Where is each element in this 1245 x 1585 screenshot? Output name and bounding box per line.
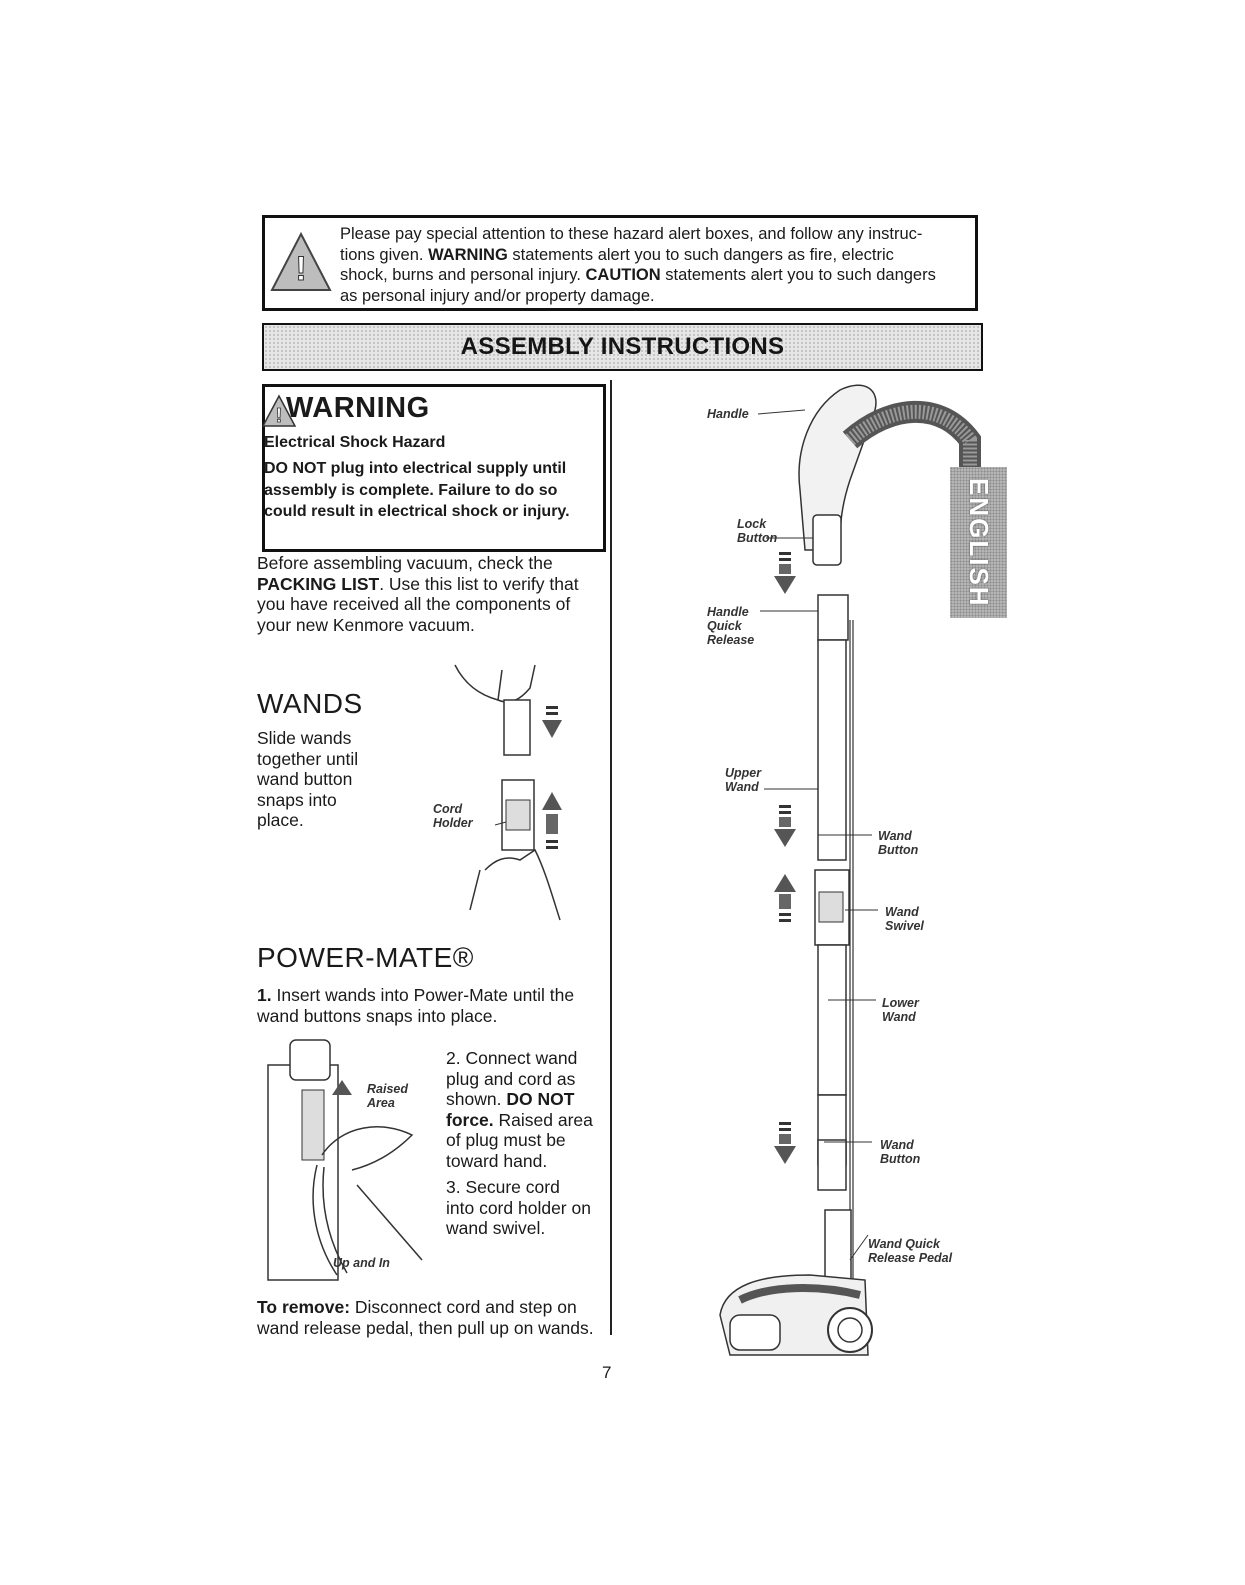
powermate-step-1: 1. Insert wands into Power-Mate until th… [257,985,575,1026]
svg-text:!: ! [276,405,283,427]
wands-text: Slide wands together until wand button s… [257,728,359,830]
assembly-banner: ASSEMBLY INSTRUCTIONS [262,323,983,371]
warning-triangle-icon: ! [270,231,332,291]
column-divider [610,380,612,1335]
remove-paragraph: To remove: Disconnect cord and step on w… [257,1297,594,1338]
cord-holder-label: Cord Holder [433,802,473,830]
banner-title: ASSEMBLY INSTRUCTIONS [460,333,785,360]
raised-area-label: Raised Area [367,1082,408,1110]
powermate-heading: POWER-MATE® [257,942,474,973]
up-and-in-label: Up and In [333,1256,390,1270]
wand-swivel-label: Wand Swivel [885,905,924,933]
vacuum-assembly-diagram [719,384,981,1356]
lock-button-label: Lock Button [737,517,778,545]
warning-body: DO NOT plug into electrical supply until… [264,460,570,520]
english-language-tab: ENGLISH [950,467,1007,618]
hazard-alert-text: Please pay special attention to these ha… [340,224,970,306]
warning-box [262,384,606,552]
wand-button-label-upper: Wand Button [878,829,919,857]
hazard-line-1: Please pay special attention to these ha… [340,225,923,243]
lower-wand-label: Lower Wand [882,996,919,1024]
handle-quick-release-label: Handle Quick Release [707,605,755,647]
intro-paragraph: Before assembling vacuum, check the PACK… [257,553,579,635]
powermate-step-2: 2. Connect wand plug and cord as shown. … [446,1048,593,1171]
wand-button-label-lower: Wand Button [880,1138,921,1166]
hazard-line-2: tions given. WARNING statements alert yo… [340,245,894,264]
wands-illustration [454,664,562,921]
page-number: 7 [602,1363,612,1382]
hazard-line-4: as personal injury and/or property damag… [340,286,655,305]
handle-label: Handle [707,407,749,421]
wands-heading: WANDS [257,688,363,719]
svg-text:!: ! [295,250,306,288]
plug-illustration [267,1039,423,1281]
hazard-alert-box [262,215,978,311]
warning-subtitle: Electrical Shock Hazard [264,434,446,451]
powermate-step-3: 3. Secure cord into cord holder on wand … [446,1177,591,1238]
hazard-line-3: shock, burns and personal injury. CAUTIO… [340,266,936,284]
wand-quick-release-pedal-label: Wand Quick Release Pedal [868,1237,953,1265]
warning-triangle-icon: ! [261,394,297,427]
warning-title: WARNING [286,392,430,424]
upper-wand-label: Upper Wand [725,766,762,794]
